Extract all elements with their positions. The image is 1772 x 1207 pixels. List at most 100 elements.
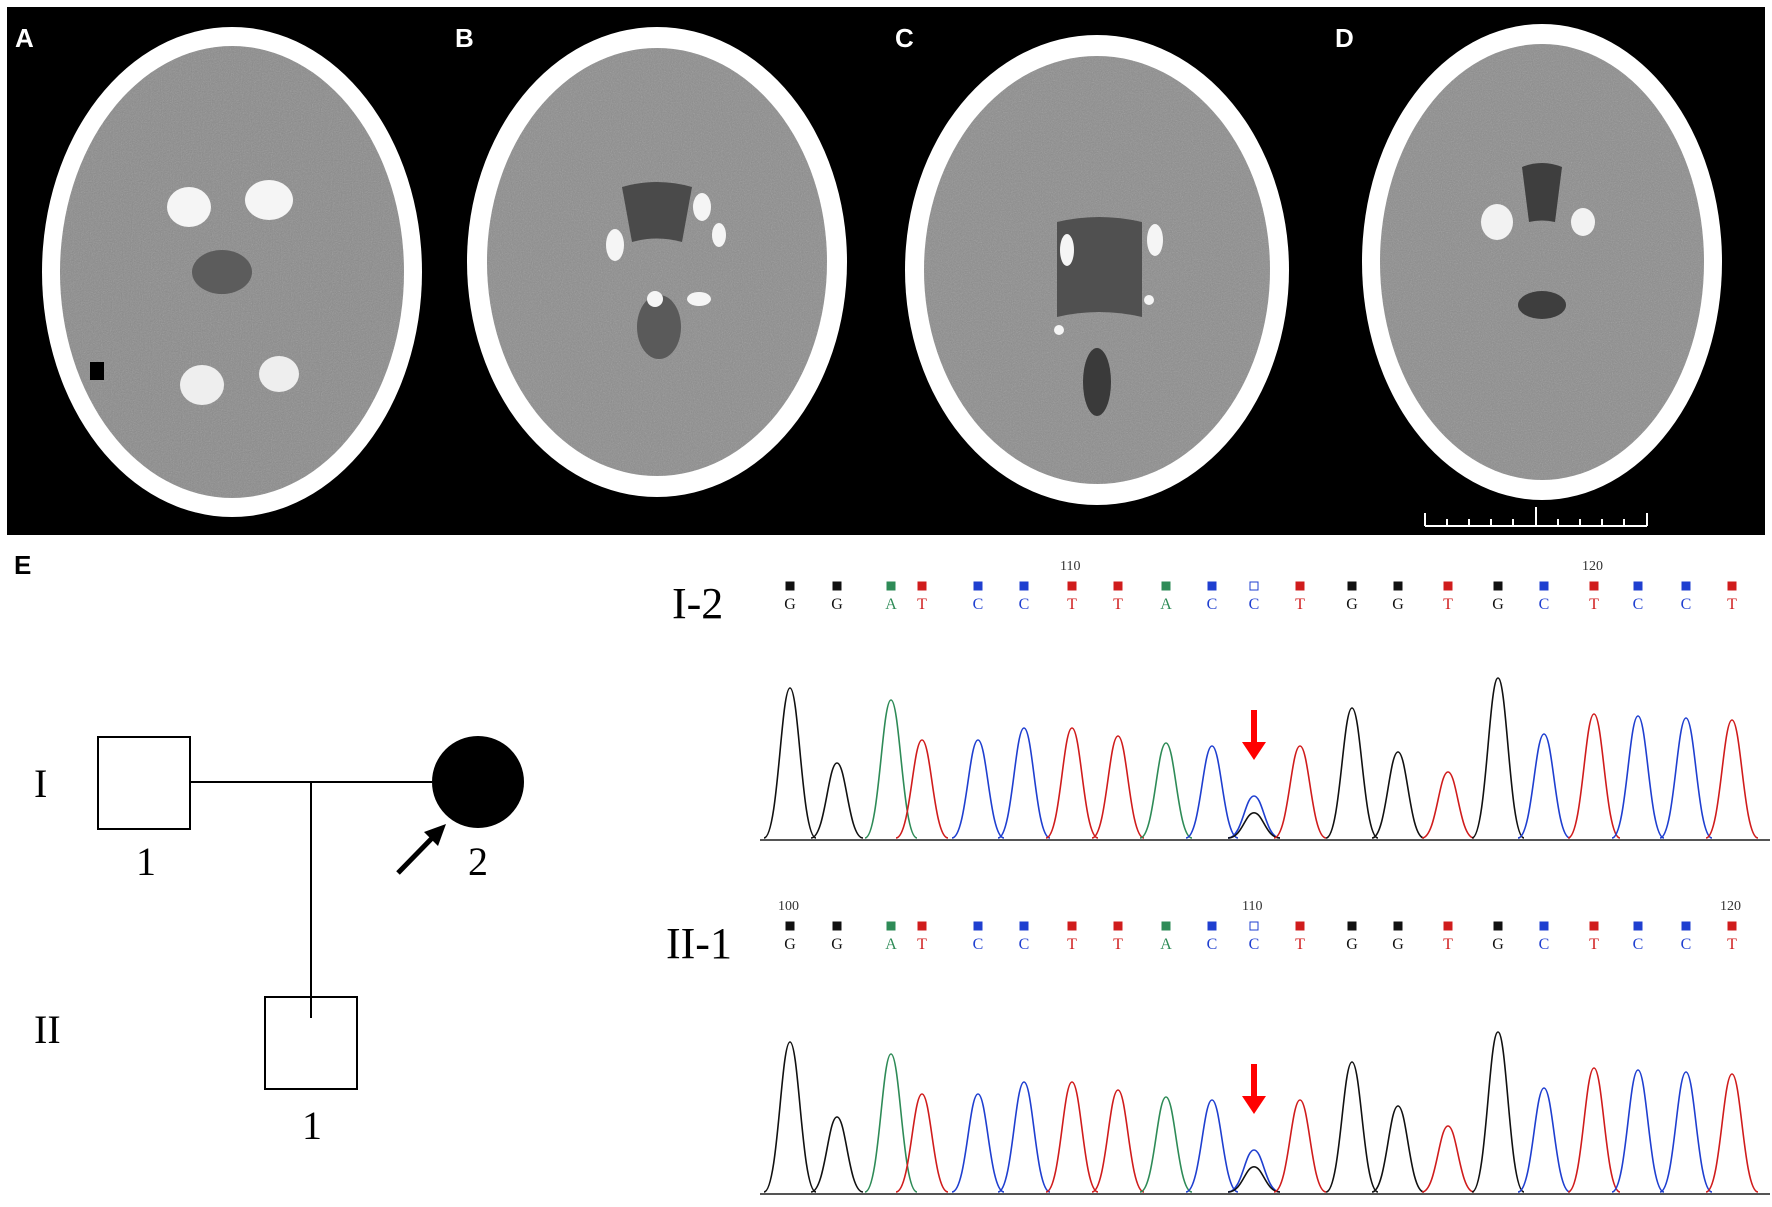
base-marker bbox=[1633, 581, 1643, 591]
panel-label-d: D bbox=[1335, 23, 1354, 53]
trace-peak bbox=[895, 739, 949, 839]
base-call: G bbox=[784, 596, 796, 613]
trace-peak bbox=[1273, 745, 1327, 839]
trace-peak bbox=[1227, 1149, 1281, 1193]
base-call: C bbox=[973, 936, 984, 953]
pedigree-diagram bbox=[97, 736, 524, 1090]
position-label: 110 bbox=[1242, 899, 1262, 914]
base-call: G bbox=[1346, 936, 1358, 953]
base-marker bbox=[1681, 581, 1691, 591]
trace-peak bbox=[1325, 707, 1379, 839]
base-call: G bbox=[1492, 596, 1504, 613]
trace-peak bbox=[1517, 733, 1571, 839]
base-marker bbox=[785, 921, 795, 931]
base-marker bbox=[1681, 921, 1691, 931]
base-call: G bbox=[831, 596, 843, 613]
ct-panel-b: B bbox=[447, 7, 887, 535]
trace-peak bbox=[1371, 751, 1425, 839]
trace-peak bbox=[1185, 745, 1239, 839]
individual-label-i-2: 2 bbox=[468, 839, 488, 884]
track-label-ii-1: II-1 bbox=[666, 919, 732, 968]
trace-peak bbox=[997, 1081, 1051, 1193]
trace-peak bbox=[951, 739, 1005, 839]
base-marker bbox=[1113, 921, 1123, 931]
trace-peak bbox=[997, 727, 1051, 839]
base-marker bbox=[1161, 921, 1171, 931]
trace-peak bbox=[1659, 717, 1713, 839]
base-call: G bbox=[1492, 936, 1504, 953]
trace-peak bbox=[1139, 742, 1193, 839]
base-marker bbox=[832, 921, 842, 931]
base-marker bbox=[917, 581, 927, 591]
proband-arrow bbox=[396, 824, 446, 875]
base-call: C bbox=[1681, 596, 1692, 613]
base-marker bbox=[1443, 581, 1453, 591]
trace-peak bbox=[864, 1053, 918, 1193]
trace-peak bbox=[1471, 677, 1525, 839]
panel-label-b: B bbox=[455, 23, 474, 53]
trace-peak bbox=[810, 762, 864, 839]
trace-peak bbox=[1567, 713, 1621, 839]
base-marker bbox=[1493, 921, 1503, 931]
trace-peak bbox=[1517, 1087, 1571, 1193]
base-call: A bbox=[1160, 936, 1172, 953]
position-label: 110 bbox=[1060, 559, 1080, 574]
base-marker bbox=[1727, 581, 1737, 591]
trace-peak bbox=[864, 699, 918, 839]
base-marker bbox=[1727, 921, 1737, 931]
base-call: T bbox=[1727, 936, 1737, 953]
ct-scan-a bbox=[42, 27, 422, 517]
base-call: T bbox=[917, 596, 927, 613]
base-call: G bbox=[784, 936, 796, 953]
trace-peak bbox=[1705, 719, 1759, 839]
base-call: C bbox=[1207, 596, 1218, 613]
trace-peak bbox=[1659, 1071, 1713, 1193]
base-call: C bbox=[1633, 596, 1644, 613]
base-marker bbox=[917, 921, 927, 931]
variant-arrow bbox=[1242, 1064, 1266, 1114]
base-call: T bbox=[1443, 596, 1453, 613]
base-marker bbox=[1207, 581, 1217, 591]
ct-panel-a: A bbox=[7, 7, 447, 535]
ct-scan-b bbox=[467, 27, 847, 497]
trace-peak bbox=[1371, 1105, 1425, 1193]
ct-panel-c: C bbox=[887, 7, 1327, 535]
trace-peak bbox=[1091, 735, 1145, 839]
ct-panel-d: D bbox=[1327, 7, 1765, 535]
base-call: G bbox=[1346, 596, 1358, 613]
individual-label-i-1: 1 bbox=[136, 839, 156, 884]
trace-peak bbox=[1325, 1061, 1379, 1193]
base-call: T bbox=[1067, 936, 1077, 953]
base-call: T bbox=[1295, 936, 1305, 953]
base-call: C bbox=[1207, 936, 1218, 953]
base-marker bbox=[785, 581, 795, 591]
base-marker bbox=[886, 921, 896, 931]
trace-peak-secondary bbox=[1227, 811, 1281, 839]
panel-label-a: A bbox=[15, 23, 34, 53]
base-marker bbox=[1249, 921, 1259, 931]
pedigree-affected-female-i-2 bbox=[432, 736, 524, 828]
panel-label-e: E bbox=[14, 550, 32, 580]
base-marker bbox=[1347, 581, 1357, 591]
base-marker bbox=[1113, 581, 1123, 591]
base-marker bbox=[973, 581, 983, 591]
base-call: C bbox=[1019, 596, 1030, 613]
position-label: 120 bbox=[1582, 559, 1603, 574]
base-marker bbox=[1393, 921, 1403, 931]
trace-peak bbox=[763, 1041, 817, 1193]
base-marker bbox=[1067, 581, 1077, 591]
trace-peak bbox=[763, 687, 817, 839]
trace-peak bbox=[895, 1093, 949, 1193]
track-label-i-2: I-2 bbox=[672, 579, 724, 628]
base-marker bbox=[1249, 581, 1259, 591]
base-call: T bbox=[1113, 596, 1123, 613]
ct-scan-c bbox=[905, 35, 1289, 505]
trace-peak bbox=[810, 1116, 864, 1193]
base-marker bbox=[1539, 581, 1549, 591]
base-call: T bbox=[1727, 596, 1737, 613]
base-call: C bbox=[1633, 936, 1644, 953]
trace-peak bbox=[1421, 1125, 1475, 1193]
base-marker bbox=[886, 581, 896, 591]
pedigree-male-ii-1 bbox=[264, 996, 358, 1090]
base-call: T bbox=[1589, 596, 1599, 613]
